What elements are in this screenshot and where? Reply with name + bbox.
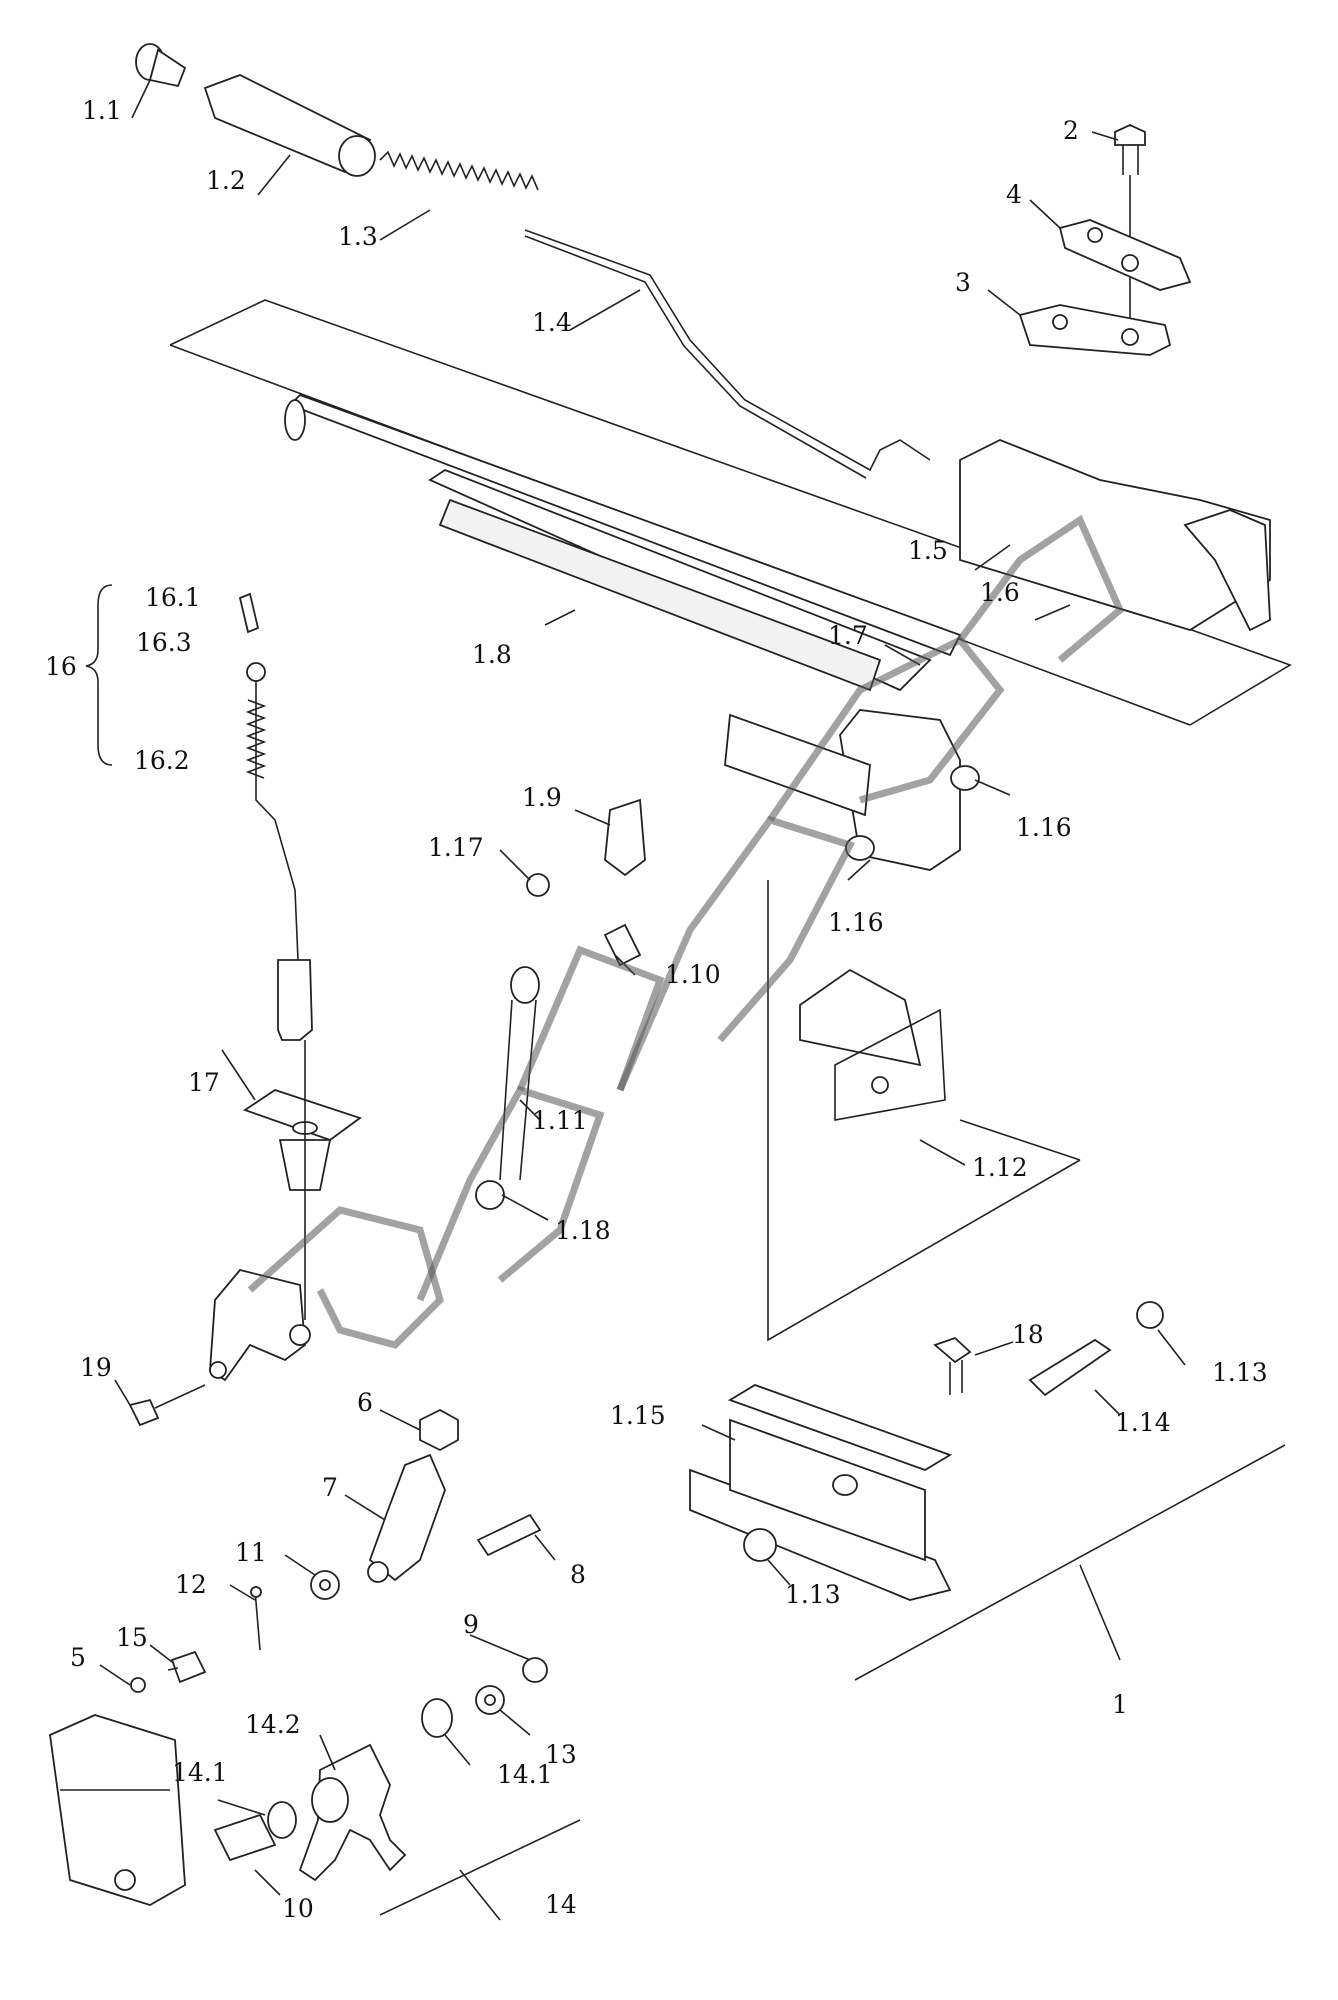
plate-1-9 [604,798,646,877]
label-1-16-right: 1.16 [1016,813,1072,842]
lever-14-2 [298,1743,407,1882]
nut-16-3 [246,662,266,682]
bolt-2 [1114,124,1146,330]
bushing-14-1 [267,1698,453,1839]
sleeve-part [203,74,376,177]
leader-lines [99,79,1186,1896]
label-9: 9 [463,1610,479,1639]
label-4: 4 [1006,180,1022,209]
label-1-1: 1.1 [82,96,122,125]
bracket-part [959,439,1271,632]
plate-4 [1058,219,1192,291]
rod-16-2 [245,680,313,1041]
label-1-5: 1.5 [908,536,948,565]
label-1-13-bottom: 1.13 [785,1580,841,1609]
label-1-16-lower: 1.16 [828,908,884,937]
label-19: 19 [80,1353,112,1382]
spring-part [379,150,539,191]
label-5: 5 [70,1643,86,1672]
label-15: 15 [116,1623,148,1652]
label-1-18: 1.18 [555,1216,611,1245]
washer-11 [310,1570,340,1600]
rod-part [524,229,931,479]
pin-1-14 [1028,1338,1112,1397]
label-10: 10 [282,1894,314,1923]
label-13: 13 [545,1740,577,1769]
label-1-12: 1.12 [972,1153,1028,1182]
label-17: 17 [188,1068,220,1097]
label-1-10: 1.10 [665,960,721,989]
cotter-12 [250,1586,262,1651]
label-1-3: 1.3 [338,222,378,251]
guide-lines [767,880,1081,1342]
label-14: 14 [545,1890,577,1919]
label-16-1: 16.1 [145,583,201,612]
label-11: 11 [235,1538,267,1567]
plate-10 [49,1714,277,1906]
label-1-6: 1.6 [980,578,1020,607]
plate-3 [1018,304,1172,356]
label-14-1-left: 14.1 [172,1758,228,1787]
label-18: 18 [1012,1320,1044,1349]
washer-13 [475,1685,505,1715]
label-1-8: 1.8 [472,640,512,669]
lever-assembly [209,1268,311,1382]
link-1-11 [499,966,540,1181]
nut-1-18 [475,1180,505,1210]
label-16: 16 [45,652,77,681]
group-brackets [379,1444,1286,1921]
bracket-1-15 [689,1384,953,1601]
label-14-1-right: 14.1 [497,1760,553,1789]
label-1-15: 1.15 [610,1401,666,1430]
label-16-2: 16.2 [134,746,190,775]
label-2: 2 [1063,116,1079,145]
ring-9 [522,1657,548,1683]
label-1-13-top: 1.13 [1212,1358,1268,1387]
label-7: 7 [322,1473,338,1502]
label-1-9: 1.9 [522,783,562,812]
split-pin-16-1 [238,592,260,634]
pin-8 [476,1513,542,1557]
label-1-14: 1.14 [1115,1408,1171,1437]
knob-part [135,43,187,88]
label-14-2: 14.2 [245,1710,301,1739]
label-1: 1 [1112,1690,1128,1719]
sector-1-12 [799,968,946,1121]
label-6: 6 [357,1388,373,1417]
label-3: 3 [955,268,971,297]
company-logo-watermark [247,514,1125,1349]
brace-16 [85,584,113,766]
label-1-17: 1.17 [428,833,484,862]
label-12: 12 [175,1570,207,1599]
lever-housing [284,393,962,692]
bolt-18 [933,1336,972,1395]
label-1-2: 1.2 [206,166,246,195]
label-1-4: 1.4 [532,308,572,337]
label-1-11: 1.11 [532,1106,588,1135]
nut-6 [419,1408,459,1452]
fork-7 [367,1453,446,1583]
bolt-15 [167,1650,207,1684]
mount-17 [243,1040,362,1320]
bolt-19 [128,1384,206,1427]
label-1-7: 1.7 [828,621,868,650]
ring-1-13 [743,1301,1164,1562]
label-8: 8 [570,1560,586,1589]
label-16-3: 16.3 [136,628,192,657]
washer-5 [130,1677,146,1693]
clip-1-17 [526,873,550,897]
